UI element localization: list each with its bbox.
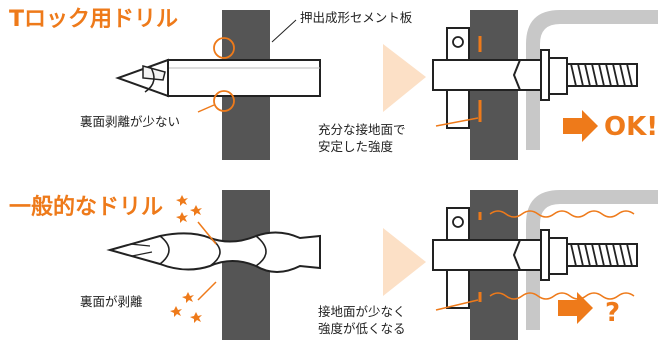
top-result: OK!: [604, 112, 658, 142]
anchor-bolt-icon: [432, 207, 638, 309]
top-contact-label-2: 安定した強度: [318, 139, 394, 154]
leader-line: [197, 221, 217, 245]
vibration-wave: [489, 292, 635, 300]
top-contact-label-1: 充分な接地面で: [318, 122, 406, 137]
top-back-label: 裏面剥離が少ない: [80, 114, 181, 129]
bottom-contact-label-1: 接地面が少なく: [318, 304, 406, 319]
highlight-circle-top-front: [213, 37, 235, 59]
arrow-right-icon: [383, 228, 426, 296]
anchor-bolt-icon: [432, 27, 638, 129]
bottom-result: ?: [605, 298, 621, 328]
leader-line: [197, 281, 217, 301]
highlight-circle-top-back: [213, 90, 235, 112]
bottom-title: 一般的なドリル: [9, 195, 164, 220]
leader-line: [271, 19, 297, 43]
leader-line: [435, 117, 479, 127]
arrow-right-icon: [383, 44, 426, 112]
board-label: 押出成形セメント板: [300, 10, 413, 25]
twist-drill-icon: [106, 231, 321, 273]
bottom-back-label: 裏面が剥離: [80, 294, 143, 309]
leader-line: [197, 104, 215, 113]
vibration-wave: [489, 210, 635, 218]
steel-bracket: [526, 10, 658, 150]
leader-line: [435, 299, 479, 311]
arrow-right-icon: [558, 292, 593, 324]
steel-bracket: [526, 190, 658, 330]
drill-bit-icon: [115, 58, 321, 98]
arrow-right-icon: [563, 110, 598, 142]
top-title: Tロック用ドリル: [9, 7, 179, 32]
spark-icon: [170, 195, 202, 323]
bottom-contact-label-2: 強度が低くなる: [318, 321, 406, 336]
